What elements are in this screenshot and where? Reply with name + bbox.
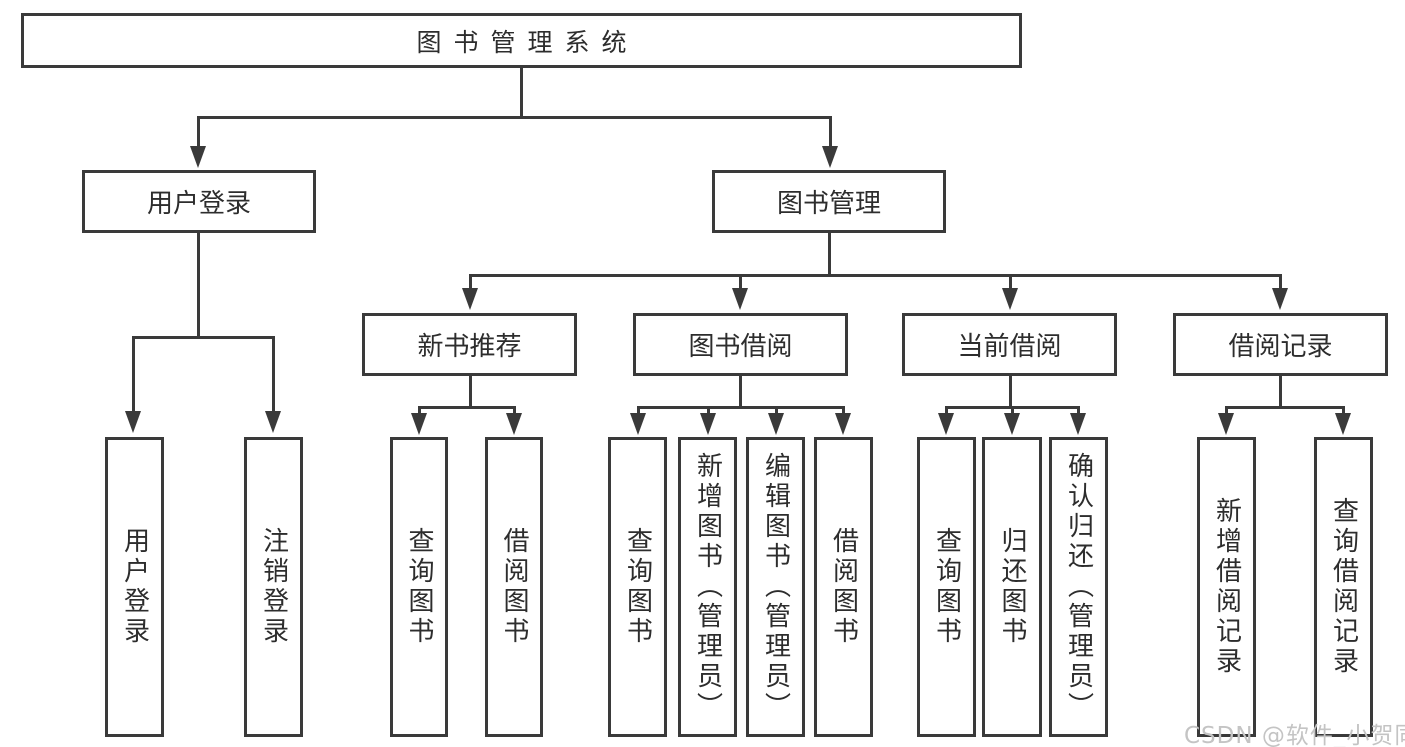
arrow-down: [1218, 413, 1234, 435]
leaf-add-borrow-record: 新增借阅记录: [1197, 437, 1256, 737]
leaf-query-books-current: 查询图书: [917, 437, 976, 737]
arrow-down: [822, 146, 838, 168]
node-book-management: 图书管理: [712, 170, 946, 233]
arrow-down: [1335, 413, 1351, 435]
connector-trunk: [739, 374, 742, 409]
csdn-watermark: CSDN @软件_小贺同学: [1184, 723, 1405, 747]
node-label: 编辑图书（管理员）: [760, 452, 791, 722]
connector-stem: [945, 406, 948, 416]
node-label: 借阅图书: [828, 527, 859, 647]
connector-root-trunk: [520, 67, 523, 119]
connector-stem: [829, 116, 832, 148]
arrow-down: [768, 413, 784, 435]
connector-stem: [132, 336, 135, 414]
node-library-management-system: 图书管理系统: [21, 13, 1022, 68]
connector-stem: [842, 406, 845, 416]
connector-stem: [739, 274, 742, 291]
arrow-down: [506, 413, 522, 435]
node-label: 查询图书: [622, 527, 653, 647]
leaf-query-books-recommend: 查询图书: [390, 437, 448, 737]
connector-trunk: [1009, 374, 1012, 409]
connector-level1-bus: [197, 116, 831, 119]
arrow-down: [1002, 288, 1018, 310]
arrow-down: [265, 411, 281, 433]
node-label: 借阅记录: [1228, 332, 1333, 362]
leaf-query-books-borrow: 查询图书: [608, 437, 667, 737]
node-new-book-recommendation: 新书推荐: [362, 313, 577, 376]
node-book-borrowing: 图书借阅: [633, 313, 848, 376]
node-label: 借阅图书: [499, 527, 529, 647]
connector-stem: [1009, 274, 1012, 291]
connector-stem: [1011, 406, 1014, 416]
arrow-down: [732, 288, 748, 310]
arrow-down: [462, 288, 478, 310]
arrow-down: [125, 411, 141, 433]
node-label: 新书推荐: [417, 332, 522, 362]
arrow-down: [938, 413, 954, 435]
node-label: 归还图书: [997, 527, 1027, 647]
connector-stem: [469, 274, 472, 291]
node-label: 查询借阅记录: [1328, 497, 1359, 677]
node-label: 确认归还（管理员）: [1063, 452, 1094, 722]
leaf-borrow-books-recommend: 借阅图书: [485, 437, 543, 737]
connector-book-management-trunk: [828, 232, 831, 277]
arrow-down: [835, 413, 851, 435]
connector-stem: [272, 336, 275, 414]
arrow-down: [1004, 413, 1020, 435]
node-label: 用户登录: [146, 189, 251, 219]
connector-stem: [1077, 406, 1080, 416]
leaf-logout: 注销登录: [244, 437, 303, 737]
connector-level2-bus: [469, 274, 1281, 277]
node-label: 当前借阅: [957, 332, 1062, 362]
connector-stem: [775, 406, 778, 416]
connector-stem: [637, 406, 640, 416]
leaf-edit-books-admin: 编辑图书（管理员）: [746, 437, 805, 737]
node-label: 新增借阅记录: [1211, 497, 1242, 677]
connector-stem: [418, 406, 421, 416]
connector-stem: [513, 406, 516, 416]
leaf-return-books: 归还图书: [982, 437, 1042, 737]
connector-trunk: [1279, 374, 1282, 409]
node-borrowing-records: 借阅记录: [1173, 313, 1388, 376]
node-label: 图书管理系统: [416, 27, 639, 57]
leaf-confirm-return-admin: 确认归还（管理员）: [1049, 437, 1108, 737]
arrow-down: [1272, 288, 1288, 310]
leaf-borrow-books: 借阅图书: [814, 437, 873, 737]
arrow-down: [190, 146, 206, 168]
leaf-add-books-admin: 新增图书（管理员）: [678, 437, 737, 737]
leaf-user-login: 用户登录: [105, 437, 164, 737]
connector-bus: [418, 406, 515, 409]
node-label: 查询图书: [404, 527, 434, 647]
node-label: 图书管理: [776, 189, 881, 219]
arrow-down: [1070, 413, 1086, 435]
leaf-query-borrow-record: 查询借阅记录: [1314, 437, 1373, 737]
node-label: 用户登录: [119, 527, 150, 647]
connector-stem: [707, 406, 710, 416]
node-label: 注销登录: [258, 527, 289, 647]
connector-bus: [1225, 406, 1344, 409]
node-user-login: 用户登录: [82, 170, 316, 233]
node-label: 新增图书（管理员）: [692, 452, 723, 722]
connector-stem: [1279, 274, 1282, 291]
connector-bus: [637, 406, 844, 409]
arrow-down: [411, 413, 427, 435]
connector-user-login-bus: [132, 336, 274, 339]
node-label: 查询图书: [931, 527, 962, 647]
connector-stem: [197, 116, 200, 148]
node-label: 图书借阅: [688, 332, 793, 362]
connector-stem: [1342, 406, 1345, 416]
arrow-down: [630, 413, 646, 435]
connector-stem: [1225, 406, 1228, 416]
node-current-borrowing: 当前借阅: [902, 313, 1117, 376]
connector-user-login-trunk: [197, 232, 200, 339]
arrow-down: [700, 413, 716, 435]
connector-trunk: [469, 374, 472, 409]
